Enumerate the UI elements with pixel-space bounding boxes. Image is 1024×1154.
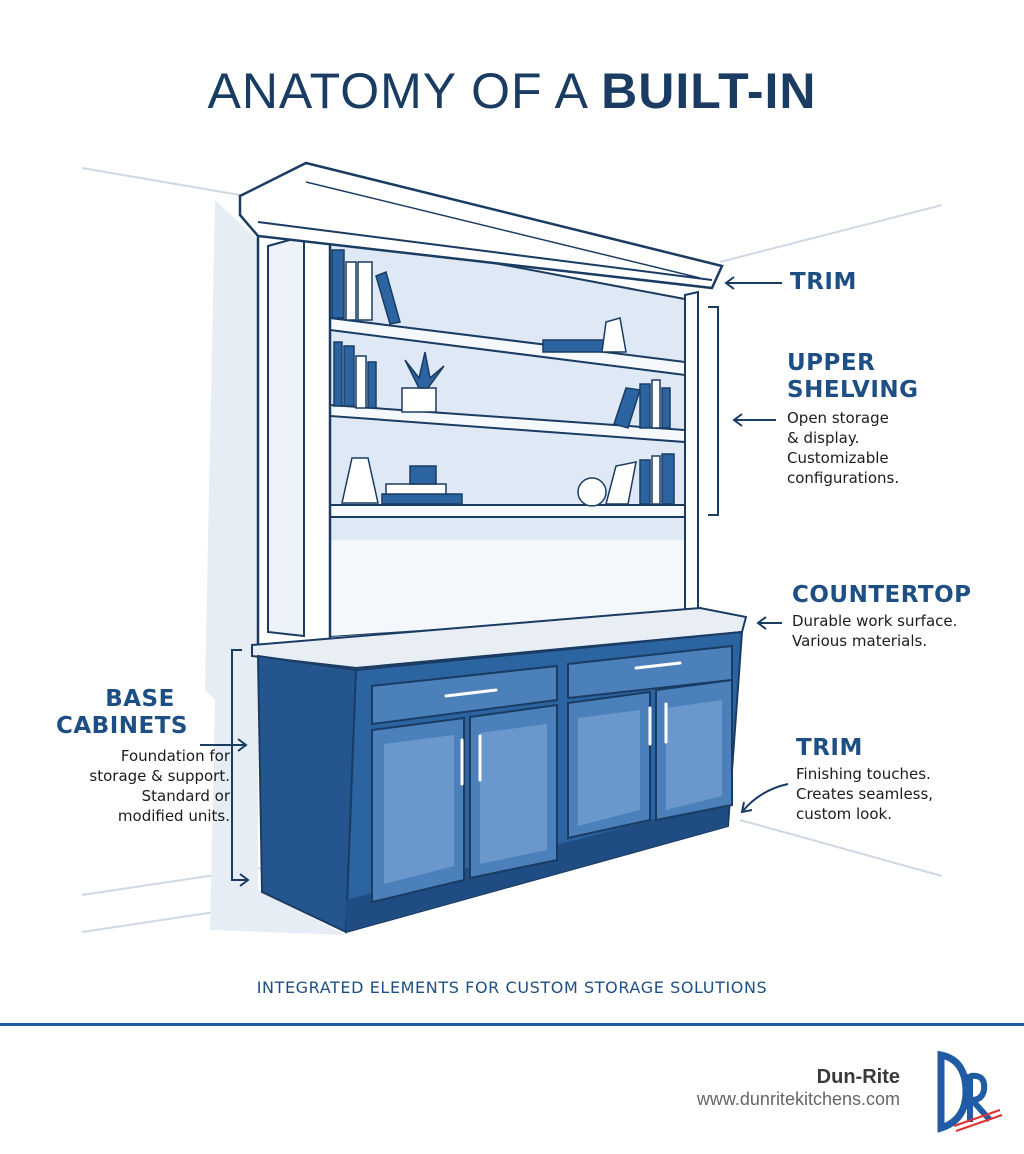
bracket-upper xyxy=(708,306,719,516)
shelf-items xyxy=(331,249,675,507)
desc-line: configurations. xyxy=(787,469,900,487)
desc-line: Various materials. xyxy=(792,632,928,650)
arrow-upper xyxy=(732,413,776,427)
toe-kick xyxy=(346,800,728,932)
arrow-base xyxy=(200,738,248,752)
desc-line: & display. xyxy=(787,429,860,447)
footer-divider xyxy=(0,1023,1024,1026)
trim-bottom-heading: TRIM xyxy=(796,735,863,761)
brand-name: Dun-Rite xyxy=(816,1066,900,1088)
title-bold: BUILT-IN xyxy=(601,63,817,119)
base-side xyxy=(256,654,358,934)
label-upper-shelving: UPPER SHELVING Open storage & display. C… xyxy=(787,350,919,488)
upper-heading-1: UPPER xyxy=(787,350,876,376)
callout-arrows xyxy=(200,276,789,887)
upper-heading-2: SHELVING xyxy=(787,377,919,403)
label-trim-top: TRIM xyxy=(790,269,857,295)
page-title: ANATOMY OF A BUILT-IN xyxy=(0,62,1024,120)
pilaster-panel xyxy=(267,234,305,638)
desc-line: Standard or xyxy=(141,787,230,805)
desc-line: custom look. xyxy=(796,805,892,823)
shelf-3 xyxy=(329,504,686,518)
desc-line: Open storage xyxy=(787,409,889,427)
right-post xyxy=(684,290,699,613)
base-heading-2: CABINETS xyxy=(56,713,188,739)
handles xyxy=(444,661,682,786)
title-light: ANATOMY OF A xyxy=(207,63,602,119)
bracket-base xyxy=(231,649,242,881)
footer-brand: Dun-Rite www.dunritekitchens.com xyxy=(697,1066,900,1110)
dun-rite-logo xyxy=(937,1050,1003,1133)
crown-molding xyxy=(238,161,724,290)
arrow-trim-top xyxy=(724,276,782,290)
desc-line: Durable work surface. xyxy=(792,612,958,630)
label-trim-bottom: TRIM Finishing touches. Creates seamless… xyxy=(796,735,933,824)
countertop-heading: COUNTERTOP xyxy=(792,582,972,608)
wall-shadow xyxy=(205,200,345,935)
arrow-countertop xyxy=(756,616,782,630)
base-heading-1: BASE xyxy=(105,686,175,712)
label-countertop: COUNTERTOP Durable work surface. Various… xyxy=(792,582,972,651)
desc-line: modified units. xyxy=(117,807,230,825)
desc-line: Creates seamless, xyxy=(796,785,934,803)
arrow-trim-bottom xyxy=(740,783,789,814)
brand-url[interactable]: www.dunritekitchens.com xyxy=(696,1089,900,1109)
tagline: INTEGRATED ELEMENTS FOR CUSTOM STORAGE S… xyxy=(256,978,768,997)
desc-line: Foundation for xyxy=(120,747,230,765)
hutch-glow xyxy=(330,540,690,636)
desc-line: Finishing touches. xyxy=(796,765,931,783)
desc-line: storage & support. xyxy=(89,767,230,785)
label-base-cabinets: BASE CABINETS Foundation for storage & s… xyxy=(40,686,240,826)
desc-line: Customizable xyxy=(787,449,889,467)
